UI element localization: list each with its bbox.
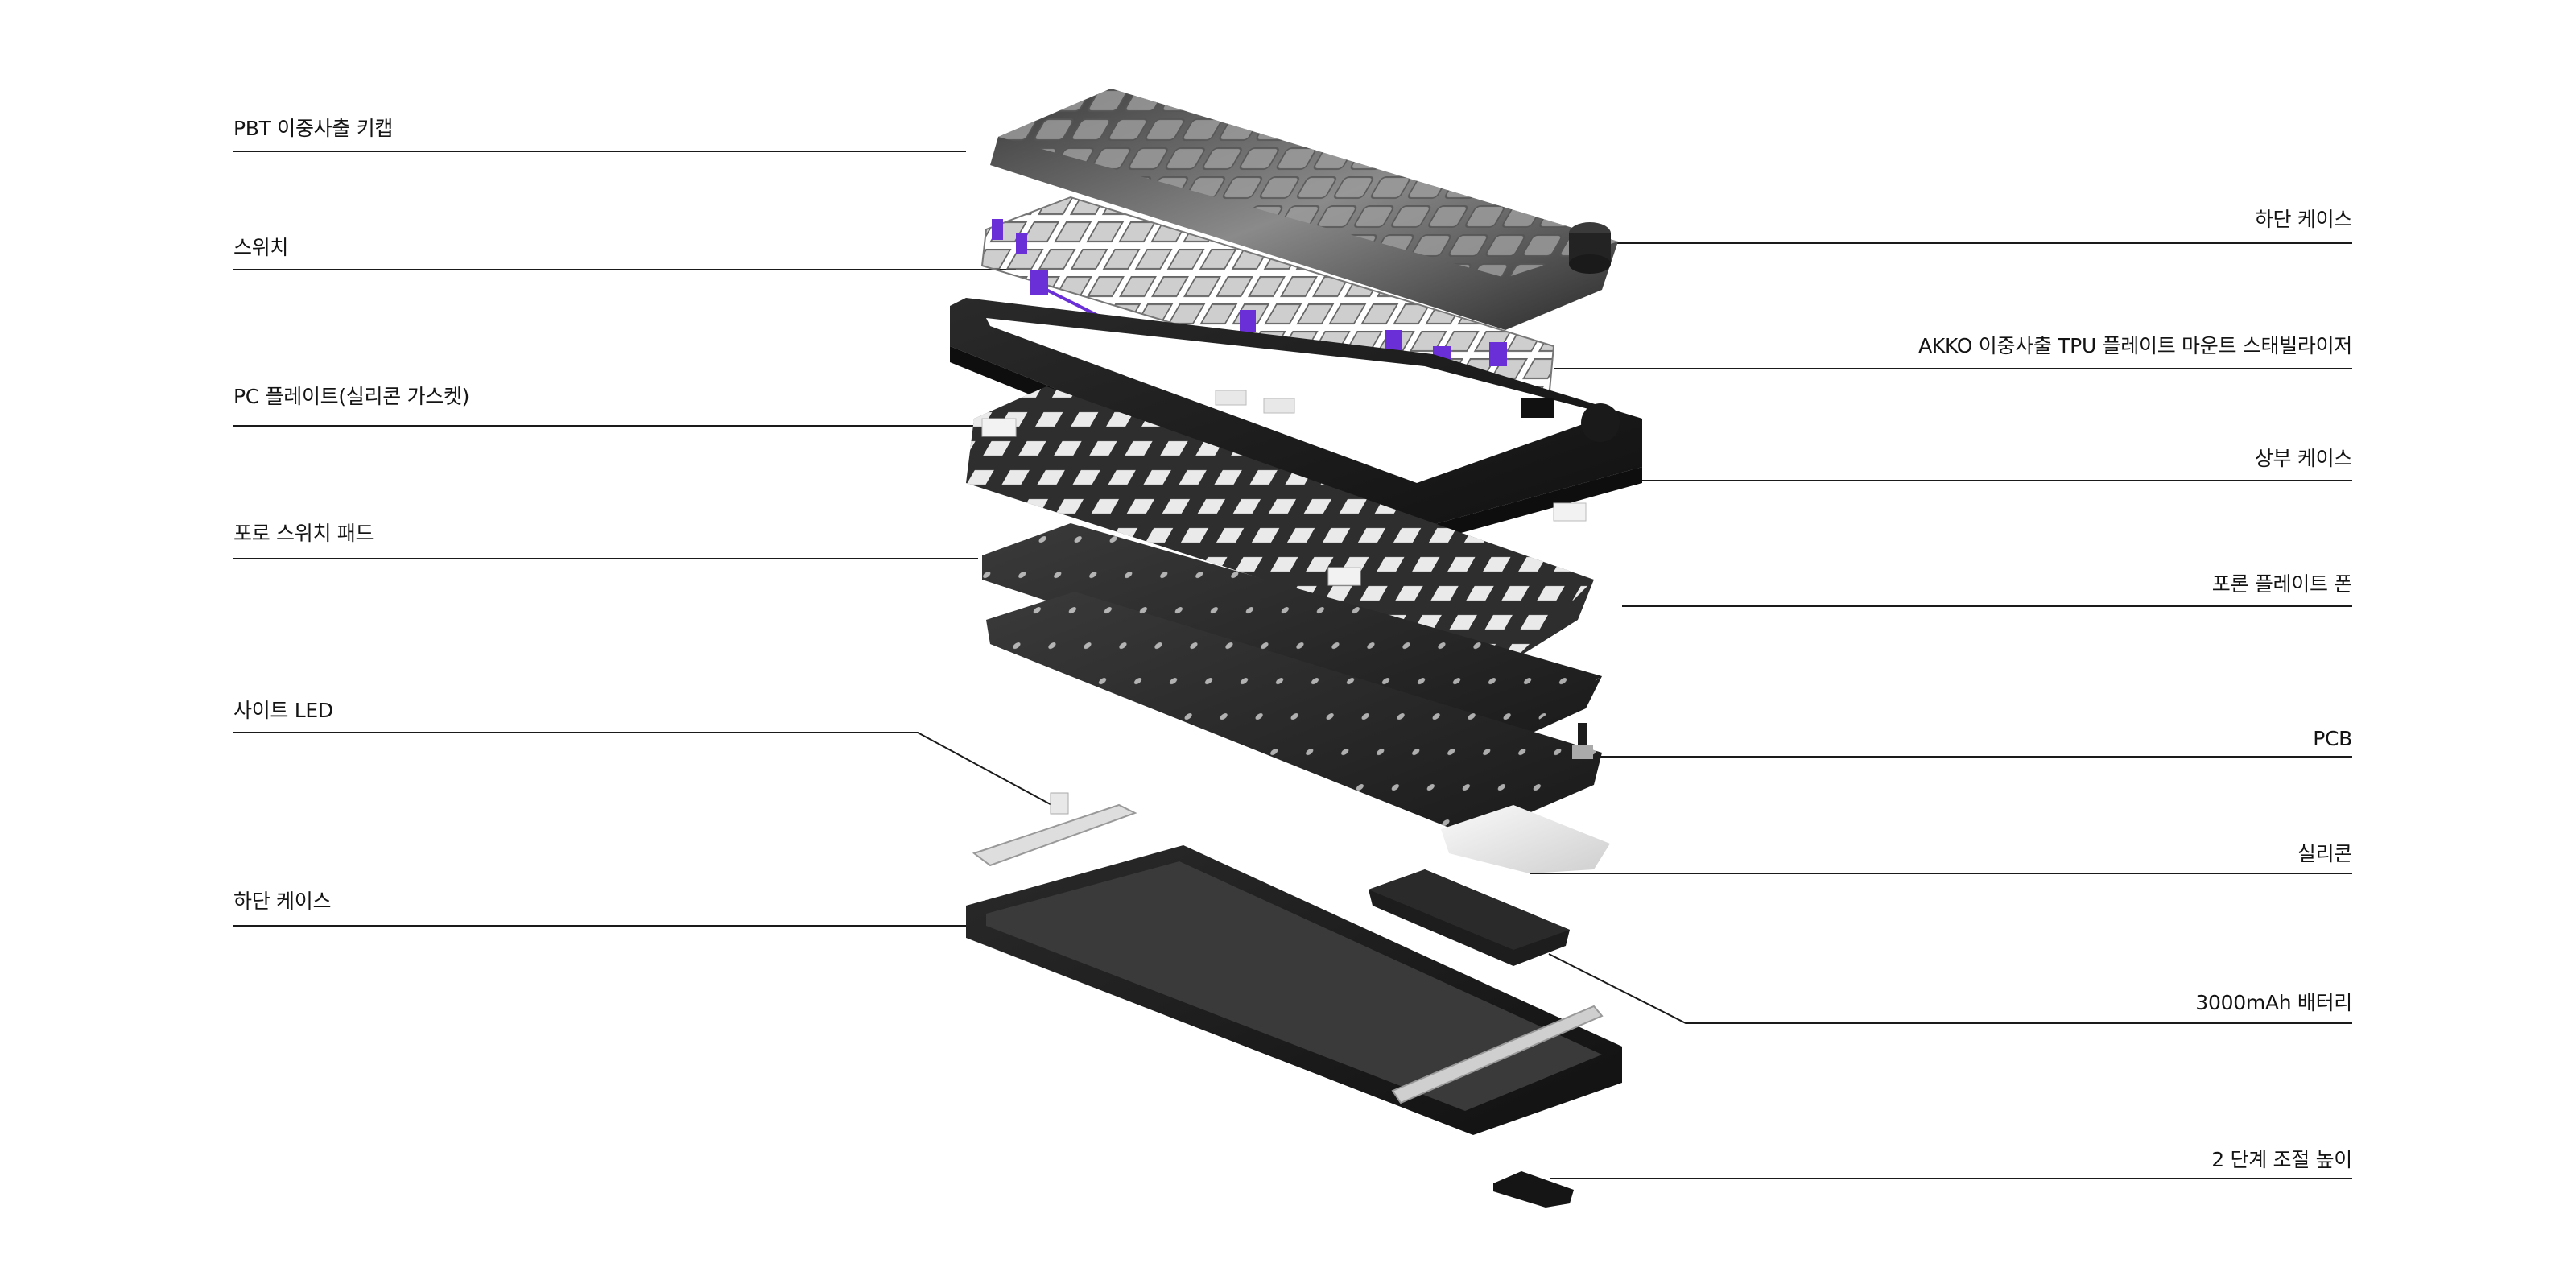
pcb-layer <box>986 592 1602 837</box>
label-poron-foam: 포론 플레이트 폰 <box>2211 572 2353 596</box>
label-side-led: 사이트 LED <box>233 699 333 722</box>
stabilizer-accent <box>992 219 1003 240</box>
bottom-case-layer <box>966 845 1622 1135</box>
label-battery: 3000mAh 배터리 <box>2195 991 2352 1014</box>
keycaps-layer <box>990 89 1618 330</box>
label-bottom-case-left: 하단 케이스 <box>233 890 332 913</box>
label-bottom-case-right: 하단 케이스 <box>2254 208 2352 231</box>
label-pcb: PCB <box>2313 727 2352 750</box>
label-silicone: 실리콘 <box>2297 842 2352 865</box>
battery-layer <box>1368 869 1570 966</box>
silicone-layer <box>1441 805 1610 873</box>
label-stabilizer: AKKO 이중사출 TPU 플레이트 마운트 스태빌라이저 <box>1918 334 2352 357</box>
height-feet-layer <box>1493 1171 1574 1208</box>
label-switch-pad: 포로 스위치 패드 <box>233 522 374 545</box>
label-switches: 스위치 <box>233 236 289 259</box>
silicone-gasket <box>981 418 1017 437</box>
side-led-layer <box>972 792 1137 867</box>
leader-side-led <box>233 732 1057 808</box>
pc-plate-layer <box>966 386 1594 660</box>
label-pc-plate: PC 플레이트(실리콘 가스켓) <box>233 385 470 408</box>
label-keycaps: PBT 이중사출 키캡 <box>233 117 394 140</box>
label-height-feet: 2 단계 조절 높이 <box>2211 1148 2352 1171</box>
leader-battery <box>1548 953 2352 1024</box>
label-top-case: 상부 케이스 <box>2254 447 2352 470</box>
top-case-layer <box>950 298 1642 547</box>
switch-pad-layer <box>982 523 1602 749</box>
